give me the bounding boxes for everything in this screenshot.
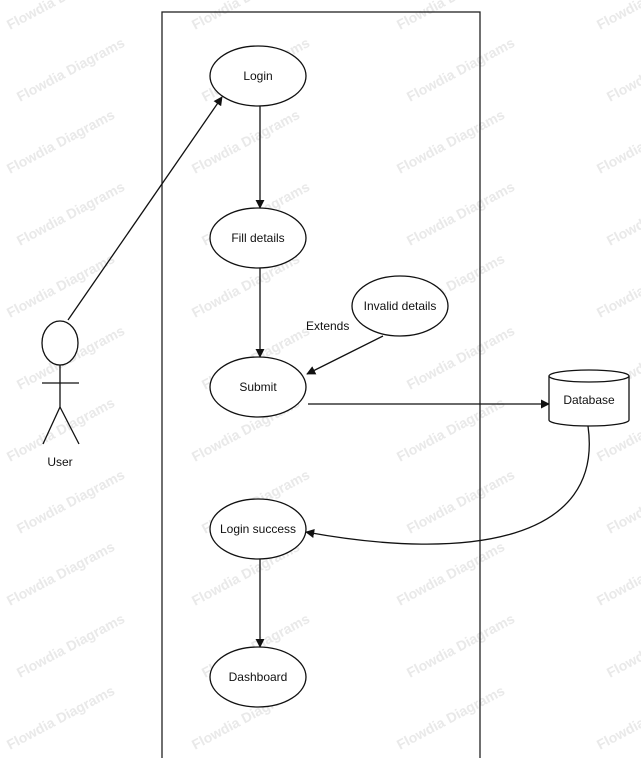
watermark-text: Flowdia Diagrams [404,610,517,680]
watermark-text: Flowdia Diagrams [594,250,641,320]
watermark-text: Flowdia Diagrams [189,0,302,33]
user-to-login-arrow [67,96,223,321]
watermark-text: Flowdia Diagrams [189,106,302,176]
actor-label: User [47,455,72,469]
actor-right-leg [59,406,80,445]
use-case-login[interactable]: Login [209,45,307,107]
watermark-text: Flowdia Diagrams [604,34,641,104]
invalid-details-to-submit-arrow [306,335,384,375]
watermark-text: Flowdia Diagrams [394,0,507,33]
watermark-text: Flowdia Diagrams [4,0,117,33]
use-case-dashboard-label: Dashboard [229,670,288,684]
watermark-text: Flowdia Diagrams [4,682,117,752]
watermark-text: Flowdia Diagrams [594,538,641,608]
use-case-fill-details[interactable]: Fill details [209,207,307,269]
use-case-fill-details-label: Fill details [231,231,284,245]
watermark-text: Flowdia Diagrams [594,0,641,33]
watermark-text: Flowdia Diagrams [14,466,127,536]
system-boundary [161,11,481,758]
watermark-text: Flowdia Diagrams [14,610,127,680]
actor-left-leg [42,406,61,445]
user-actor: User [41,320,80,469]
database-to-login-success-arrow [305,425,590,545]
watermark-text: Flowdia Diagrams [604,610,641,680]
watermark-text: Flowdia Diagrams [404,466,517,536]
watermark-text: Flowdia Diagrams [4,106,117,176]
watermark-text: Flowdia Diagrams [4,538,117,608]
watermark-text: Flowdia Diagrams [394,106,507,176]
use-case-login-label: Login [243,69,272,83]
actor-head [41,320,79,366]
use-case-submit[interactable]: Submit [209,356,307,418]
use-case-invalid-details[interactable]: Invalid details [351,275,449,337]
watermark-text: Flowdia Diagrams [4,250,117,320]
watermark-text: Flowdia Diagrams [594,682,641,752]
watermark-text: Flowdia Diagrams [404,178,517,248]
watermark-text: Flowdia Diagrams [14,178,127,248]
watermark-text: Flowdia Diagrams [594,106,641,176]
use-case-submit-label: Submit [239,380,277,394]
database-label: Database [563,393,615,407]
use-case-login-success[interactable]: Login success [209,498,307,560]
watermark-text: Flowdia Diagrams [604,466,641,536]
use-case-dashboard[interactable]: Dashboard [209,646,307,708]
watermark-text: Flowdia Diagrams [394,538,507,608]
watermark-text: Flowdia Diagrams [394,394,507,464]
use-case-login-success-label: Login success [220,522,296,536]
watermark-text: Flowdia Diagrams [604,178,641,248]
use-case-invalid-details-label: Invalid details [364,299,437,313]
database-cylinder[interactable]: Database [548,369,630,427]
watermark-text: Flowdia Diagrams [394,682,507,752]
watermark-text: Flowdia Diagrams [404,34,517,104]
watermark-text: Flowdia Diagrams [14,34,127,104]
extends-relation-label: Extends [306,319,349,333]
